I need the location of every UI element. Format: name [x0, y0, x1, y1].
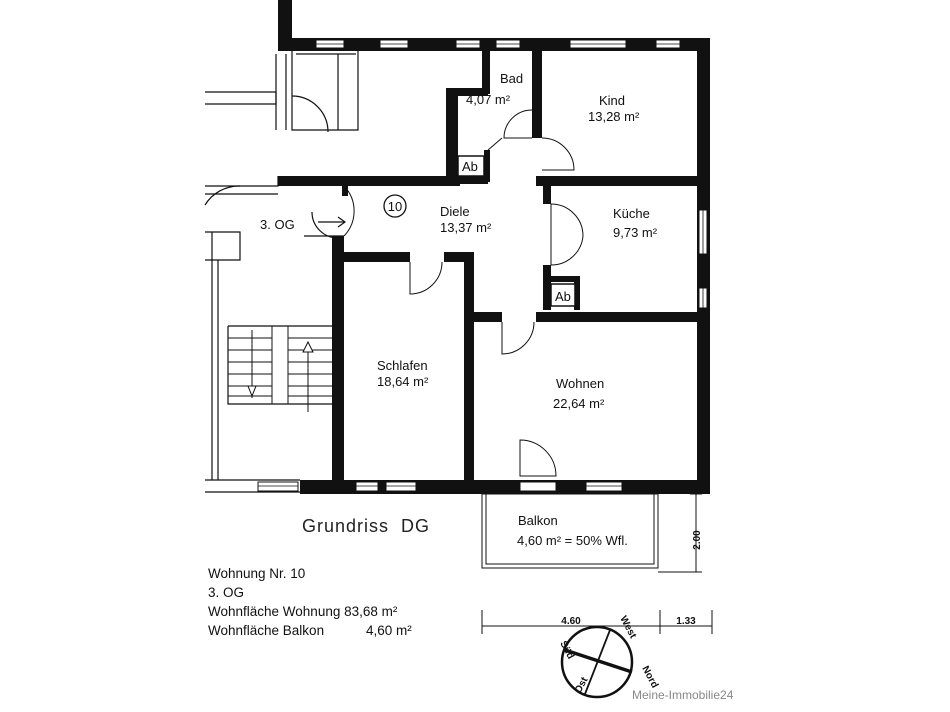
compass-icon [560, 625, 634, 699]
room-name-kind: Kind [599, 93, 625, 108]
apartment-info: Wohnung Nr. 10 3. OG Wohnfläche Wohnung … [208, 564, 412, 640]
wall-kitchen-left-bottom [543, 265, 551, 310]
wall-ab2-right [574, 276, 580, 310]
wall-schlafen-top-right [444, 252, 472, 262]
room-area-wohnen: 22,64 m² [553, 396, 605, 411]
room-area-balkon: 4,60 m² = 50% Wfl. [517, 533, 628, 548]
room-area-bad: 4,07 m² [466, 92, 511, 107]
dimension-vertical [658, 493, 702, 573]
dim-width-side: 1.33 [676, 616, 696, 627]
entry-arrow-icon [318, 216, 347, 228]
info-living-area-value: 83,68 m² [344, 604, 398, 619]
dim-width-main: 4.60 [561, 616, 581, 627]
wall-bad-left [446, 88, 458, 183]
ab-label-bad: Ab [462, 159, 478, 174]
wall-kitchen-top [536, 176, 702, 186]
window-lines [258, 43, 704, 487]
room-name-diele: Diele [440, 204, 470, 219]
wall-bad-top [446, 88, 488, 96]
room-name-schlafen: Schlafen [377, 358, 428, 373]
wall-wohnen-top-left [472, 312, 502, 322]
info-floor: 3. OG [208, 585, 245, 600]
wall-bad-right [532, 50, 542, 138]
floor-label: 3. OG [260, 217, 295, 232]
door-swings [343, 109, 584, 477]
room-area-diele: 13,37 m² [440, 220, 492, 235]
windows [257, 39, 708, 492]
watermark: Meine-Immobilie24 [632, 688, 734, 702]
room-area-kind: 13,28 m² [588, 109, 640, 124]
info-living-area-label: Wohnfläche Wohnung [208, 604, 341, 619]
wall-schlafen-top [332, 252, 410, 262]
wall-ab-bottom [458, 176, 488, 184]
plan-title: Grundriss DG [302, 516, 430, 536]
ab-boxes [457, 155, 576, 307]
wall-ab-right [484, 150, 490, 182]
wall-top-left-stub [278, 0, 292, 50]
info-balcony-area-value: 4,60 m² [366, 623, 412, 638]
balcony [481, 493, 659, 569]
wall-diele-top [278, 176, 460, 186]
info-balcony-area-label: Wohnfläche Balkon [208, 623, 325, 638]
info-balcony-area: Wohnfläche Balkon 4,60 m² [208, 621, 412, 640]
wall-kitchen-left-top [543, 176, 551, 204]
compass-north: Nord [639, 664, 660, 690]
info-living-area: Wohnfläche Wohnung 83,68 m² [208, 602, 397, 621]
wall-entry-stub [342, 176, 348, 196]
stair-arrows [247, 340, 314, 398]
info-unit: Wohnung Nr. 10 [208, 566, 306, 581]
room-name-kueche: Küche [613, 206, 650, 221]
room-name-balkon: Balkon [518, 513, 558, 528]
wall-schlafen-right [464, 252, 474, 482]
stair-treads [228, 326, 334, 412]
wall-schlafen-left [332, 236, 344, 484]
unit-number: 10 [388, 199, 402, 214]
wall-right [697, 38, 710, 494]
walls [278, 0, 710, 494]
room-name-bad: Bad [500, 71, 523, 86]
wall-wohnen-top [536, 312, 702, 322]
stairwell [204, 50, 359, 493]
room-name-wohnen: Wohnen [556, 376, 604, 391]
room-area-kueche: 9,73 m² [613, 225, 658, 240]
dim-balcony-depth: 2.00 [692, 530, 703, 550]
room-area-schlafen: 18,64 m² [377, 374, 429, 389]
wall-bad-notch [482, 50, 490, 94]
wall-ab2-top [550, 276, 578, 282]
ab-label-kitchen: Ab [555, 289, 571, 304]
unit-number-circle [383, 194, 407, 218]
